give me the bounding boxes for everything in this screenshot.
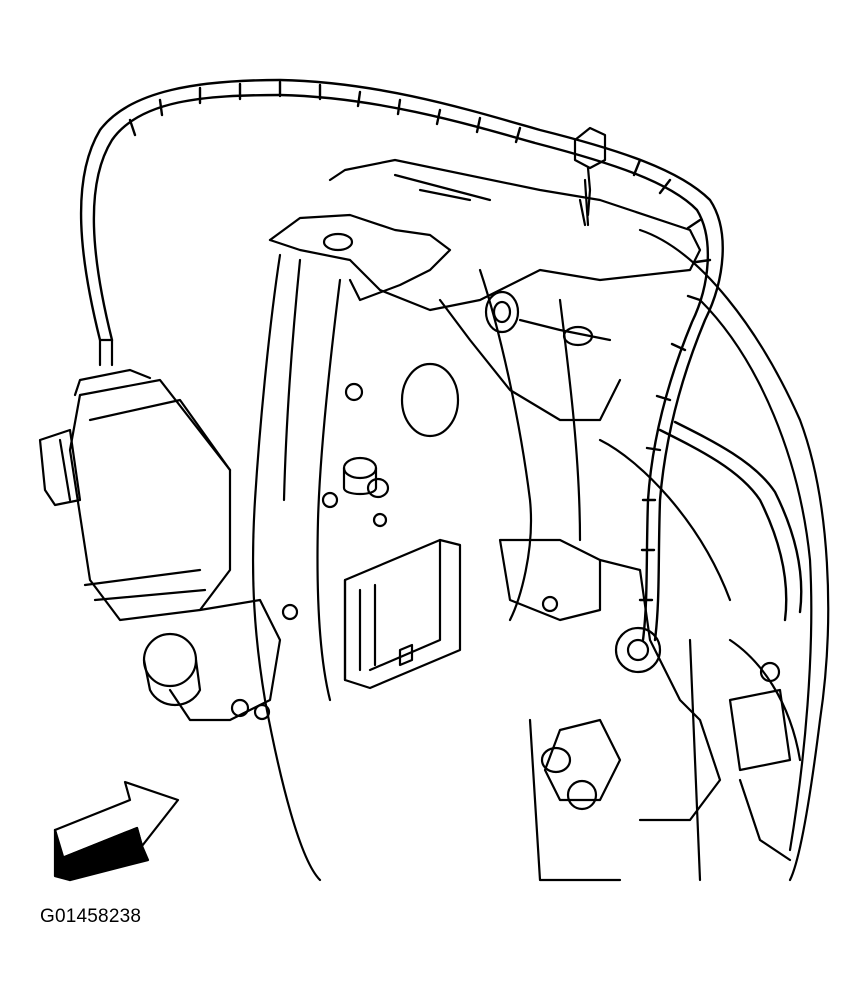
pivot-pin — [342, 456, 390, 499]
view-direction-arrow-icon — [53, 780, 180, 882]
lower-pivot-assembly — [540, 558, 792, 862]
pedal-support-bracket — [268, 158, 702, 422]
wiring-harness — [79, 78, 803, 642]
accelerator-linkage — [400, 268, 612, 622]
harness-connector — [573, 126, 607, 217]
stoplamp-switch — [343, 538, 462, 690]
right-body-structure — [528, 228, 830, 882]
brake-pedal-arm — [251, 253, 388, 882]
adjustable-pedal-motor — [38, 338, 232, 622]
figure-id-label: G01458238 — [40, 906, 142, 927]
gear-drive-housing — [142, 598, 282, 722]
